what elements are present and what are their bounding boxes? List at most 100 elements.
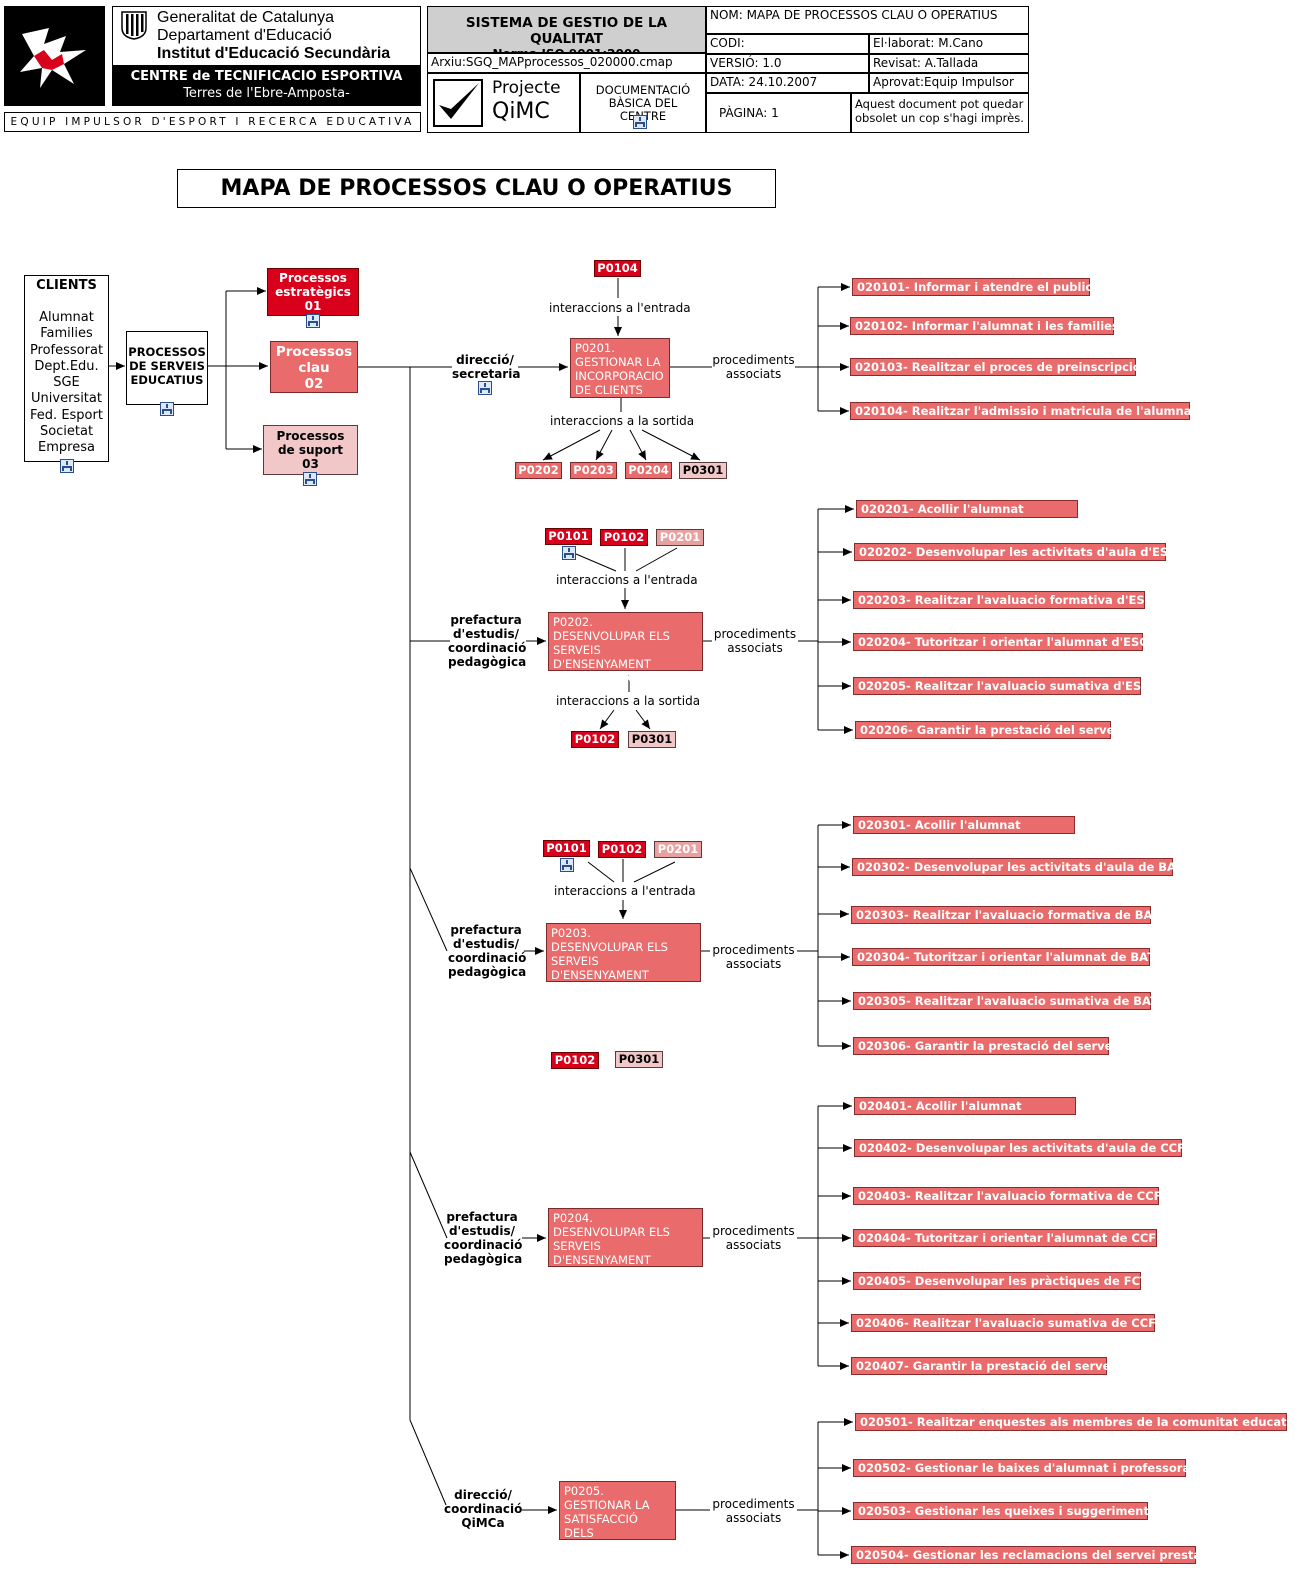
label-pref: prefactura d'estudis/ coordinació pedagò… [444,1210,523,1266]
label-line: procediments [712,943,795,957]
estrategics-box[interactable]: Processos estratègics 01 [267,268,359,316]
label-line: coordinació [444,1238,523,1252]
label-line: procediments [712,1224,795,1238]
process-p0202[interactable]: P0202. DESENVOLUPAR ELS SERVEIS D'ENSENY… [548,612,703,685]
dir-sec-link-icon[interactable] [478,381,492,395]
p0101-link-icon[interactable] [562,546,576,560]
label-line: procediments [712,1497,795,1511]
process-p0204[interactable]: P0204. DESENVOLUPAR ELS SERVEIS D'ENSENY… [548,1208,703,1281]
procedure-item[interactable]: 020504- Gestionar les reclamacions del s… [851,1546,1207,1564]
gen-line2: Departament d'Educació [157,27,332,44]
procedure-item[interactable]: 020203- Realitzar l'avaluacio formativa … [853,591,1154,609]
process-p0201[interactable]: P0201. GESTIONAR LA INCORPORACIO DE CLIE… [570,338,670,398]
procedure-item[interactable]: 020503- Gestionar les queixes i suggerim… [853,1502,1156,1520]
code-p0204[interactable]: P0204 [625,462,672,479]
procedure-item[interactable]: 020101- Informar i atendre el public [852,278,1092,296]
code-p0301[interactable]: P0301 [679,462,727,479]
code-p0201[interactable]: P0201 [656,529,704,546]
serveis-link-icon[interactable] [160,402,174,416]
label-line: d'estudis/ [452,627,520,641]
code-p0202[interactable]: P0202 [515,462,562,479]
client-item: Families [40,326,93,342]
clients-link-icon[interactable] [60,459,74,473]
label-pref: prefactura d'estudis/ coordinació pedagò… [448,613,526,669]
label-line: coordinació [444,1502,523,1516]
client-item: Professorat [29,342,104,358]
procedure-item[interactable]: 020206- Garantir la prestació del servei [855,721,1118,739]
code-p0102[interactable]: P0102 [551,1052,599,1069]
procedure-item[interactable]: 020204- Tutoritzar i orientar l'alumnat … [853,633,1149,651]
procedure-item[interactable]: 020104- Realitzar l'admissio i matricula… [850,402,1197,420]
process-line: GESTIONAR LA [575,355,661,369]
suport-link-icon[interactable] [303,472,317,486]
code-p0104[interactable]: P0104 [594,260,641,277]
procedure-item[interactable]: 020501- Realitzar enquestes als membres … [855,1413,1295,1431]
procedure-item[interactable]: 020306- Garantir la prestació del servei [853,1037,1116,1055]
procedure-item[interactable]: 020402- Desenvolupar les activitats d'au… [854,1139,1193,1157]
code-p0201[interactable]: P0201 [654,841,702,858]
estrategics-line: estratègics [275,285,351,299]
elaborat-cell: El·laborat: M.Cano [869,34,1029,54]
code-p0301[interactable]: P0301 [628,731,676,748]
code-p0101[interactable]: P0101 [543,840,590,857]
estrategics-link-icon[interactable] [306,314,320,328]
process-line: SERVEIS D'ENSENYAMENT [551,954,649,982]
procedure-item[interactable]: 020303- Realitzar l'avaluacio formativa … [851,906,1159,924]
data-text: DATA: 24.10.2007 [710,75,818,89]
code-p0301[interactable]: P0301 [615,1051,663,1068]
doc-cell: DOCUMENTACIÓ BÀSICA DEL CENTRE [580,73,706,133]
label-line: prefactura [450,923,522,937]
procedure-item[interactable]: 020404- Tutoritzar i orientar l'alumnat … [853,1229,1164,1247]
pagina-cell: PÀGINA: 1 [706,93,851,133]
process-line: APRENENTATGE A FP [553,1267,673,1281]
procedure-item[interactable]: 020103- Realitzar el proces de preinscri… [850,358,1141,376]
code-p0102[interactable]: P0102 [600,529,648,546]
clients-title: CLIENTS [36,278,97,293]
procedure-item[interactable]: 020205- Realitzar l'avaluacio sumativa d… [853,677,1151,695]
suport-line: Processos [276,429,345,443]
clau-box[interactable]: Processos clau 02 [270,341,358,393]
procedure-item[interactable]: 020305- Realitzar l'avaluacio sumativa d… [853,992,1158,1010]
procedure-item[interactable]: 020401- Acollir l'alumnat [854,1097,1076,1115]
centre-line1: CENTRE de TECNIFICACIO ESPORTIVA [130,69,403,84]
obsolet-cell: Aquest document pot quedar obsolet un co… [851,93,1029,133]
arxiu-cell: Arxiu:SGQ_MAPprocessos_020000.cmap [427,53,706,73]
process-line: P0202. [553,615,593,629]
process-p0205[interactable]: P0205. GESTIONAR LA SATISFACCIÓ DELS CLI… [559,1481,676,1554]
checkmark-logo-icon [433,79,483,127]
procedure-item[interactable]: 020201- Acollir l'alumnat [856,500,1078,518]
code-p0101[interactable]: P0101 [545,528,592,545]
process-line: P0201. [575,341,615,355]
clients-box: CLIENTS Alumnat Families Professorat Dep… [24,275,109,462]
procedure-item[interactable]: 020502- Gestionar le baixes d'alumnat i … [853,1459,1196,1477]
data-cell: DATA: 24.10.2007 [706,73,869,93]
cmap-link-icon[interactable] [633,115,647,129]
procedure-item[interactable]: 020304- Tutoritzar i orientar l'alumnat … [852,948,1155,966]
revisat-cell: Revisat: A.Tallada [869,54,1029,73]
code-p0102[interactable]: P0102 [598,841,646,858]
procedure-item[interactable]: 020403- Realitzar l'avaluacio formativa … [853,1187,1169,1205]
serveis-box: PROCESSOS DE SERVEIS EDUCATIUS [126,331,208,405]
procedure-item[interactable]: 020301- Acollir l'alumnat [853,816,1075,834]
procedure-item[interactable]: 020102- Informar l'alumnat i les familie… [850,317,1119,335]
procedure-item[interactable]: 020407- Garantir la prestació del servei [851,1357,1114,1375]
code-p0203[interactable]: P0203 [570,462,617,479]
procedure-item[interactable]: 020202- Desenvolupar les activitats d'au… [854,543,1178,561]
code-p0102[interactable]: P0102 [571,731,619,748]
p0101-link-icon[interactable] [560,858,574,872]
procedure-item[interactable]: 020302- Desenvolupar les activitats d'au… [852,858,1183,876]
label-line: associats [725,1238,782,1252]
label-dir-coord: direcció/ coordinació QiMCa [444,1488,522,1530]
label-line: procediments [713,627,797,641]
clau-line: clau [298,360,330,376]
procedure-item[interactable]: 020405- Desenvolupar les pràctiques de F… [853,1272,1148,1290]
process-line: INCORPORACIO [575,369,664,383]
procedure-item[interactable]: 020406- Realitzar l'avaluacio sumativa d… [851,1314,1164,1332]
label-line: associats [725,1511,782,1525]
label-line: prefactura [446,1210,518,1224]
label-proc-assoc: procediments associats [710,1497,797,1525]
label-line: associats [725,957,782,971]
process-p0203[interactable]: P0203. DESENVOLUPAR ELS SERVEIS D'ENSENY… [546,923,701,996]
suport-box[interactable]: Processos de suport 03 [263,425,358,475]
page-title-text: MAPA DE PROCESSOS CLAU O OPERATIUS [220,176,733,201]
